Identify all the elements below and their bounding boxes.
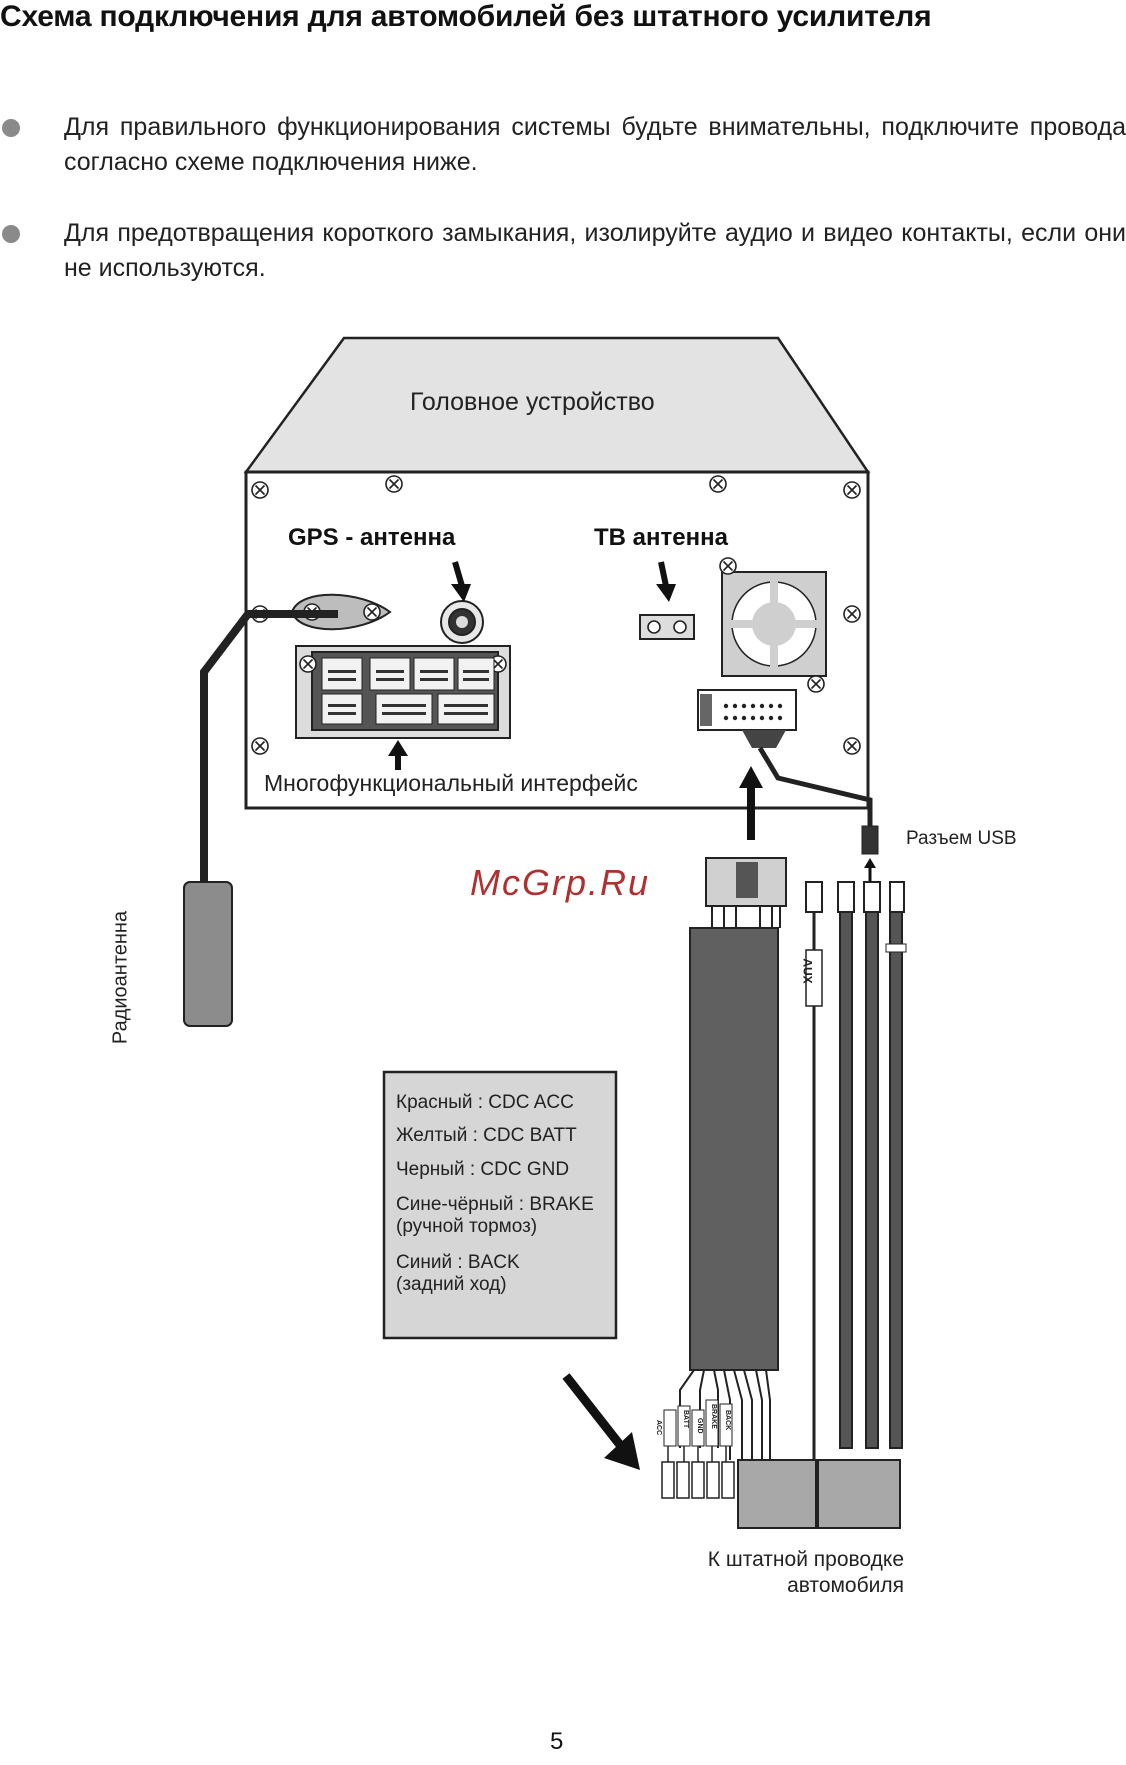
vehicle-connector (737, 1459, 817, 1529)
tv-antenna-label: ТВ антенна (594, 524, 728, 551)
legend-item: Черный : CDC GND (396, 1159, 570, 1180)
wire-tag-brake: BRAKE (710, 1404, 717, 1429)
gps-plug (290, 593, 392, 631)
usb-connector-icon (861, 825, 879, 855)
legend-item: Желтый : CDC BATT (396, 1125, 577, 1146)
radio-antenna-cable (200, 610, 338, 888)
legend-item: Сине-чёрный : BRAKE (396, 1194, 594, 1215)
watermark: McGrp.Ru (470, 862, 651, 903)
page-title: Схема подключения для автомобилей без шт… (0, 0, 932, 33)
vehicle-connector (817, 1459, 901, 1529)
screw-icon (843, 481, 861, 499)
wire-tag-back: BACK (724, 1410, 731, 1431)
arrow-icon (452, 561, 465, 587)
to-vehicle-wiring-label: автомобиля (787, 1574, 904, 1597)
screw-icon (843, 605, 861, 623)
to-vehicle-wiring-label: К штатной проводке (707, 1548, 904, 1571)
radio-antenna-label: Радиоантенна (109, 910, 132, 1045)
aux-label: AUX (800, 958, 815, 984)
screw-icon (385, 475, 403, 493)
gps-antenna-label: GPS - антенна (288, 524, 456, 551)
head-unit-label: Головное устройство (410, 388, 655, 416)
usb-cable (757, 746, 873, 826)
legend-box (382, 1070, 618, 1340)
screw-icon (251, 481, 269, 499)
legend-item: Синий : BACK (396, 1252, 520, 1273)
legend-item-note: (задний ход) (396, 1274, 507, 1295)
radio-antenna-plug (183, 881, 233, 1027)
arrow-icon (562, 1373, 628, 1453)
usb-connector-label: Разъем USB (906, 828, 1017, 849)
bullet-text: Для правильного функционирования системы… (64, 113, 1126, 176)
bullet-dot-icon (2, 119, 20, 137)
bullet-text: Для предотвращения короткого замыкания, … (64, 219, 1126, 282)
legend-item: Красный : CDC ACC (396, 1092, 574, 1113)
screw-icon (843, 737, 861, 755)
rca-connector-icon (837, 881, 855, 913)
bullet-dot-icon (2, 225, 20, 243)
wire-tag-batt: BATT (682, 1410, 689, 1429)
multifunction-interface-label: Многофункциональный интерфейс (264, 770, 638, 796)
arrow-icon (658, 561, 669, 587)
rca-connector-icon (863, 881, 881, 913)
wire-tags (663, 1399, 733, 1447)
screw-icon (709, 475, 727, 493)
legend-item-note: (ручной тормоз) (396, 1216, 538, 1237)
wire-loom (689, 927, 779, 1371)
wire-tag-acc: ACC (655, 1420, 662, 1436)
wire-tag-gnd: GND (696, 1418, 703, 1434)
screw-icon (251, 737, 269, 755)
connector-icon (889, 881, 905, 913)
main-connector (697, 689, 797, 731)
page-number: 5 (550, 1728, 564, 1755)
aux-connector-icon (805, 881, 823, 913)
